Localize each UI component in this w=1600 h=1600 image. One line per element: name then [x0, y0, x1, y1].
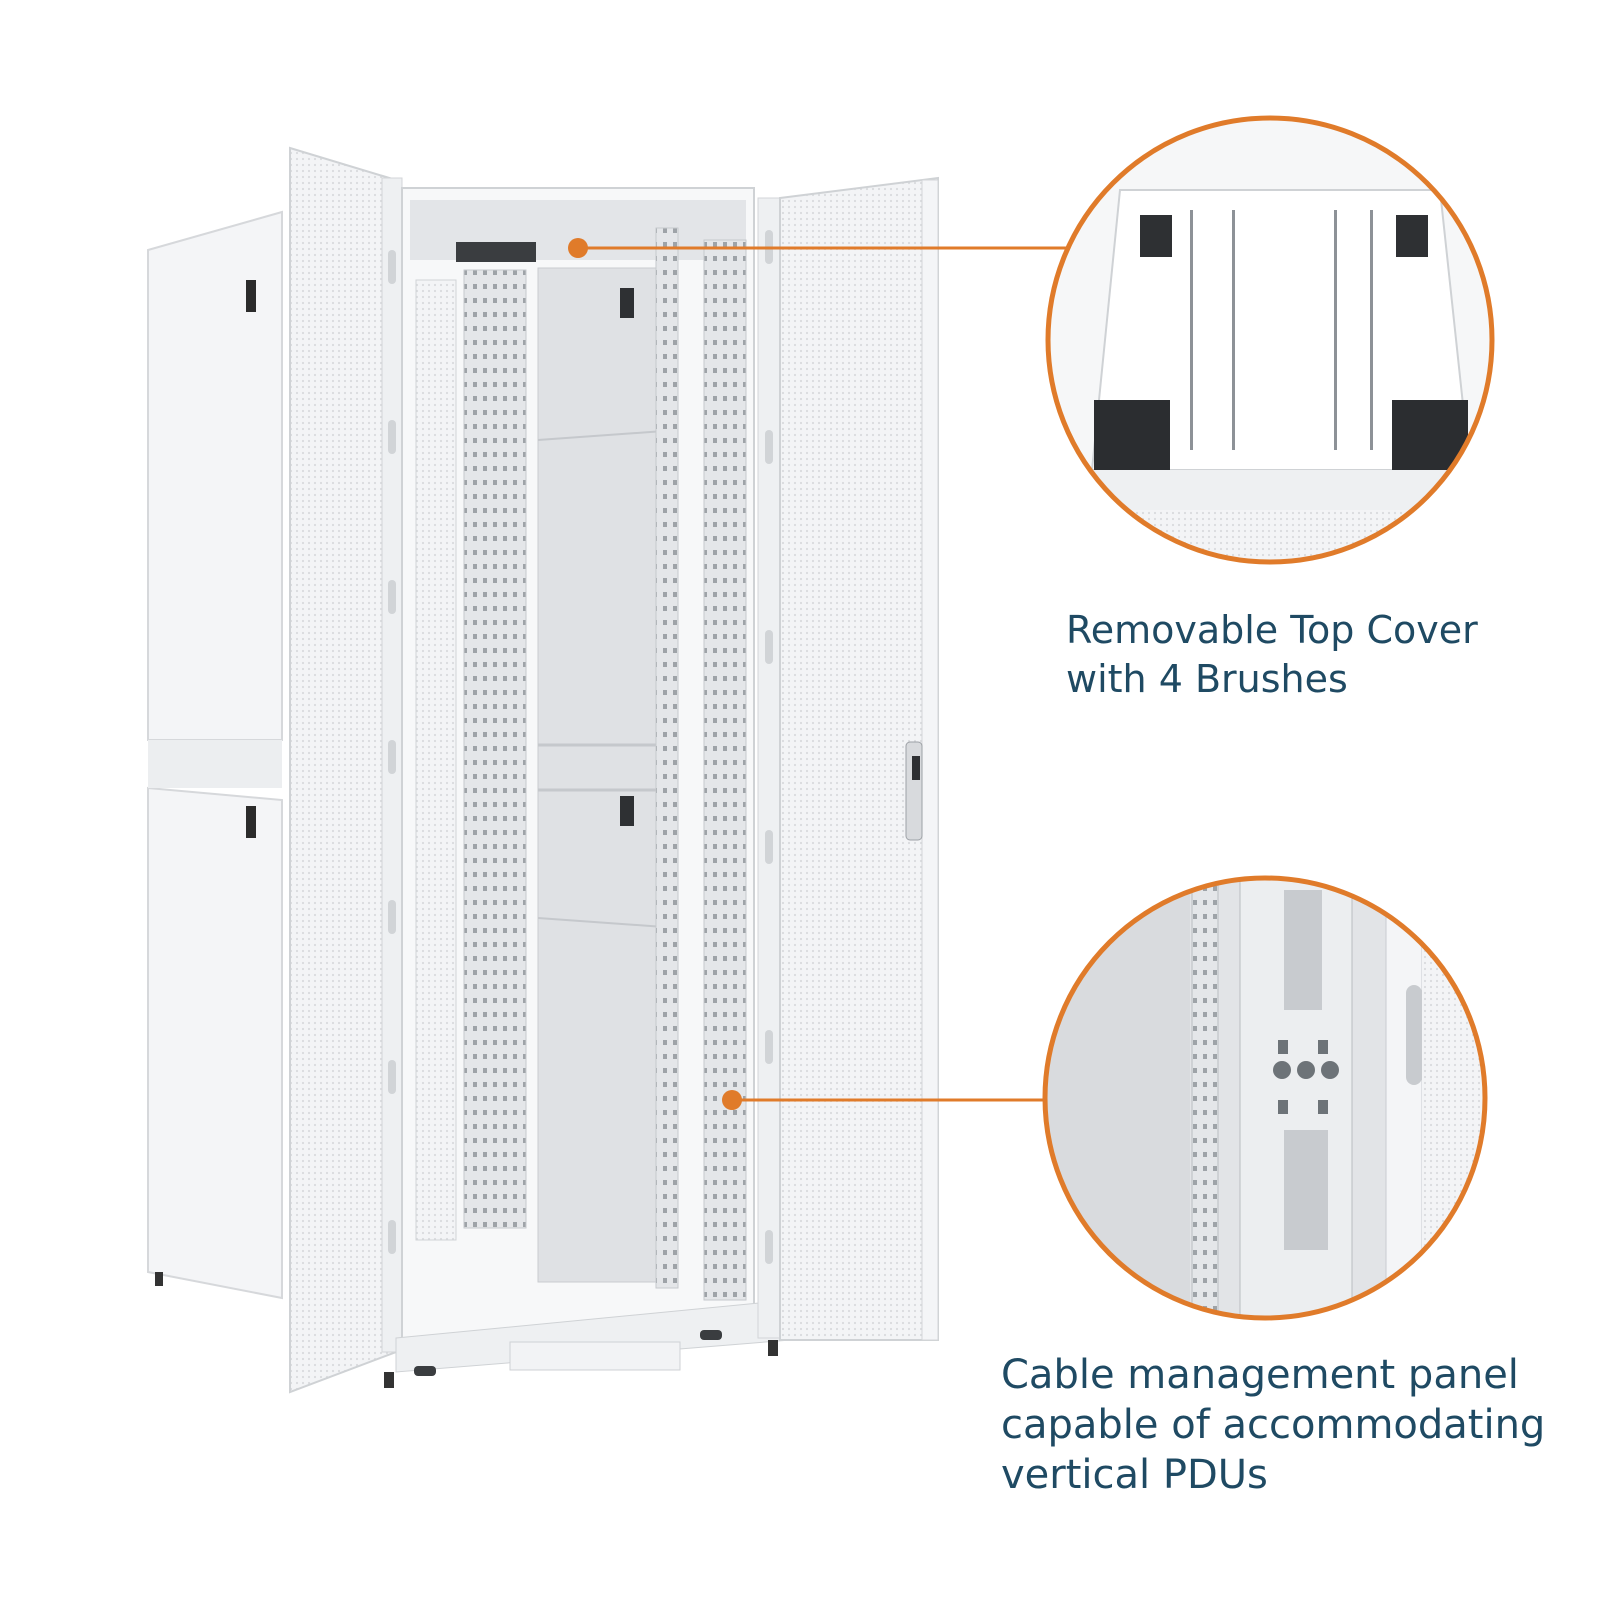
caption-line: Cable management panel: [1001, 1352, 1519, 1398]
callout-dot-bottom: [722, 1090, 742, 1110]
brush-icon: [1396, 215, 1428, 257]
cable-management-panel: [703, 239, 747, 1301]
mounting-rail-left: [463, 269, 527, 1229]
mounting-rail-right: [655, 227, 679, 1289]
side-panel-upper: [147, 210, 283, 741]
callout-dot-top: [568, 238, 588, 258]
side-latch-upper: [246, 280, 256, 312]
callout-caption-top-cover: Removable Top Cover with 4 Brushes: [1066, 606, 1478, 704]
callout-caption-cable-management: Cable management panel capable of accomm…: [1001, 1350, 1545, 1500]
caption-line: capable of accommodating: [1001, 1402, 1546, 1448]
zoom-top-cover: [1045, 115, 1495, 565]
zoom-cable-management: [1042, 875, 1488, 1321]
side-latch-lower: [246, 806, 256, 838]
brush-icon: [1094, 400, 1170, 470]
server-rack-cabinet: [147, 146, 939, 1394]
brush-icon: [1140, 215, 1172, 257]
left-door: [289, 146, 397, 1394]
caption-line: Removable Top Cover: [1066, 608, 1478, 652]
side-panel-lower: [147, 786, 283, 1300]
caption-line: with 4 Brushes: [1066, 657, 1348, 701]
rear-panel: [537, 267, 679, 1283]
caption-line: vertical PDUs: [1001, 1452, 1268, 1498]
